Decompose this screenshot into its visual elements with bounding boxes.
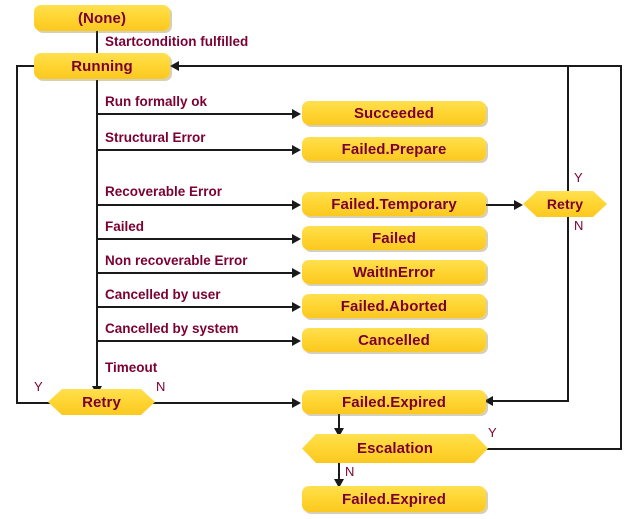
edge-retry-right-no — [567, 205, 569, 402]
node-label: Failed.Aborted — [340, 297, 448, 315]
node-label: Failed.Expired — [342, 393, 446, 411]
node-waitinerror[interactable]: WaitInError — [302, 260, 486, 284]
arrowhead-failed-prepare — [292, 145, 301, 155]
edge-recoverable-error — [96, 204, 294, 206]
arrowhead-succeeded — [292, 109, 301, 119]
arrowhead-failed-expired-bottom — [334, 479, 344, 488]
node-failed-aborted[interactable]: Failed.Aborted — [302, 294, 486, 318]
edge-label-failed: Failed — [105, 219, 145, 234]
arrowhead-retry-right — [514, 200, 523, 210]
edge-none-to-running — [96, 31, 98, 62]
edge-label-cancelled-by-user: Cancelled by user — [105, 287, 221, 302]
node-label: Running — [71, 57, 133, 75]
edge-non-recoverable-error — [96, 272, 294, 274]
branch-label-escalation-no: N — [345, 464, 355, 479]
node-failed[interactable]: Failed — [302, 226, 486, 250]
arrowhead-failed-temporary — [292, 200, 301, 210]
node-label: Cancelled — [358, 331, 430, 349]
node-label: Failed — [372, 229, 416, 247]
node-failed-temporary[interactable]: Failed.Temporary — [302, 192, 486, 216]
node-label: Failed.Temporary — [331, 195, 457, 213]
branch-label-retry-left-no: N — [156, 379, 166, 394]
edge-label-structural-error: Structural Error — [105, 130, 206, 145]
edge-label-non-recoverable-error: Non recoverable Error — [105, 253, 248, 268]
edge-expired-to-escalation — [338, 414, 340, 434]
edge-cancelled-by-system — [96, 340, 294, 342]
arrowhead-failed-aborted — [292, 302, 301, 312]
arrowhead-failed — [292, 234, 301, 244]
edge-label-timeout: Timeout — [105, 360, 158, 375]
edge-failed — [96, 238, 294, 240]
edge-escalation-yes-up — [620, 66, 622, 450]
edge-retry-left-yes-up — [16, 66, 18, 404]
node-retry-left[interactable]: Retry — [48, 389, 155, 415]
node-label: (None) — [77, 9, 127, 27]
node-label: Succeeded — [353, 104, 435, 122]
node-escalation[interactable]: Escalation — [302, 434, 488, 463]
node-label: WaitInError — [352, 263, 436, 281]
node-label: Failed.Expired — [342, 490, 446, 508]
arrowhead-escalation — [334, 428, 344, 437]
branch-label-retry-left-yes: Y — [34, 379, 43, 394]
node-label: Retry — [82, 393, 121, 411]
arrowhead-running-from-right — [170, 61, 179, 71]
arrowhead-failed-expired-from-left — [292, 398, 301, 408]
node-cancelled[interactable]: Cancelled — [302, 328, 486, 352]
edge-running-spine — [96, 80, 98, 392]
branch-label-retry-right-no: N — [574, 218, 584, 233]
node-label: Retry — [546, 196, 584, 212]
edge-retry-left-no — [148, 402, 294, 404]
node-failed-prepare[interactable]: Failed.Prepare — [302, 137, 486, 161]
edge-cancelled-by-user — [96, 306, 294, 308]
edge-escalation-yes — [486, 448, 622, 450]
arrowhead-cancelled — [292, 336, 301, 346]
node-retry-right[interactable]: Retry — [523, 191, 607, 217]
edge-failed-temporary-to-retry — [486, 204, 518, 206]
edge-run-formally-ok — [96, 113, 294, 115]
node-none[interactable]: (None) — [34, 5, 170, 31]
node-succeeded[interactable]: Succeeded — [302, 101, 486, 125]
arrowhead-waitinerror — [292, 268, 301, 278]
edge-label-cancelled-by-system: Cancelled by system — [105, 321, 239, 336]
node-running[interactable]: Running — [34, 53, 170, 79]
node-failed-expired-bottom[interactable]: Failed.Expired — [302, 486, 486, 512]
branch-label-escalation-yes: Y — [488, 425, 497, 440]
edge-retry-right-no-to-expired — [486, 400, 569, 402]
edge-retry-right-yes — [567, 66, 569, 205]
edge-label-recoverable-error: Recoverable Error — [105, 184, 223, 199]
edge-escalation-no — [338, 463, 340, 485]
edge-retry-left-yes-to-running — [16, 65, 44, 67]
edge-structural-error — [96, 149, 294, 151]
edge-label-startcondition: Startcondition fulfilled — [105, 34, 249, 49]
arrowhead-failed-expired-from-right — [484, 396, 493, 406]
node-label: Escalation — [356, 440, 434, 457]
node-label: Failed.Prepare — [341, 140, 447, 158]
edge-retry-left-yes — [16, 402, 56, 404]
branch-label-retry-right-yes: Y — [574, 170, 583, 185]
edge-label-run-formally-ok: Run formally ok — [105, 94, 208, 109]
edge-escalation-yes-to-running — [172, 65, 622, 67]
node-failed-expired-top[interactable]: Failed.Expired — [302, 390, 486, 414]
